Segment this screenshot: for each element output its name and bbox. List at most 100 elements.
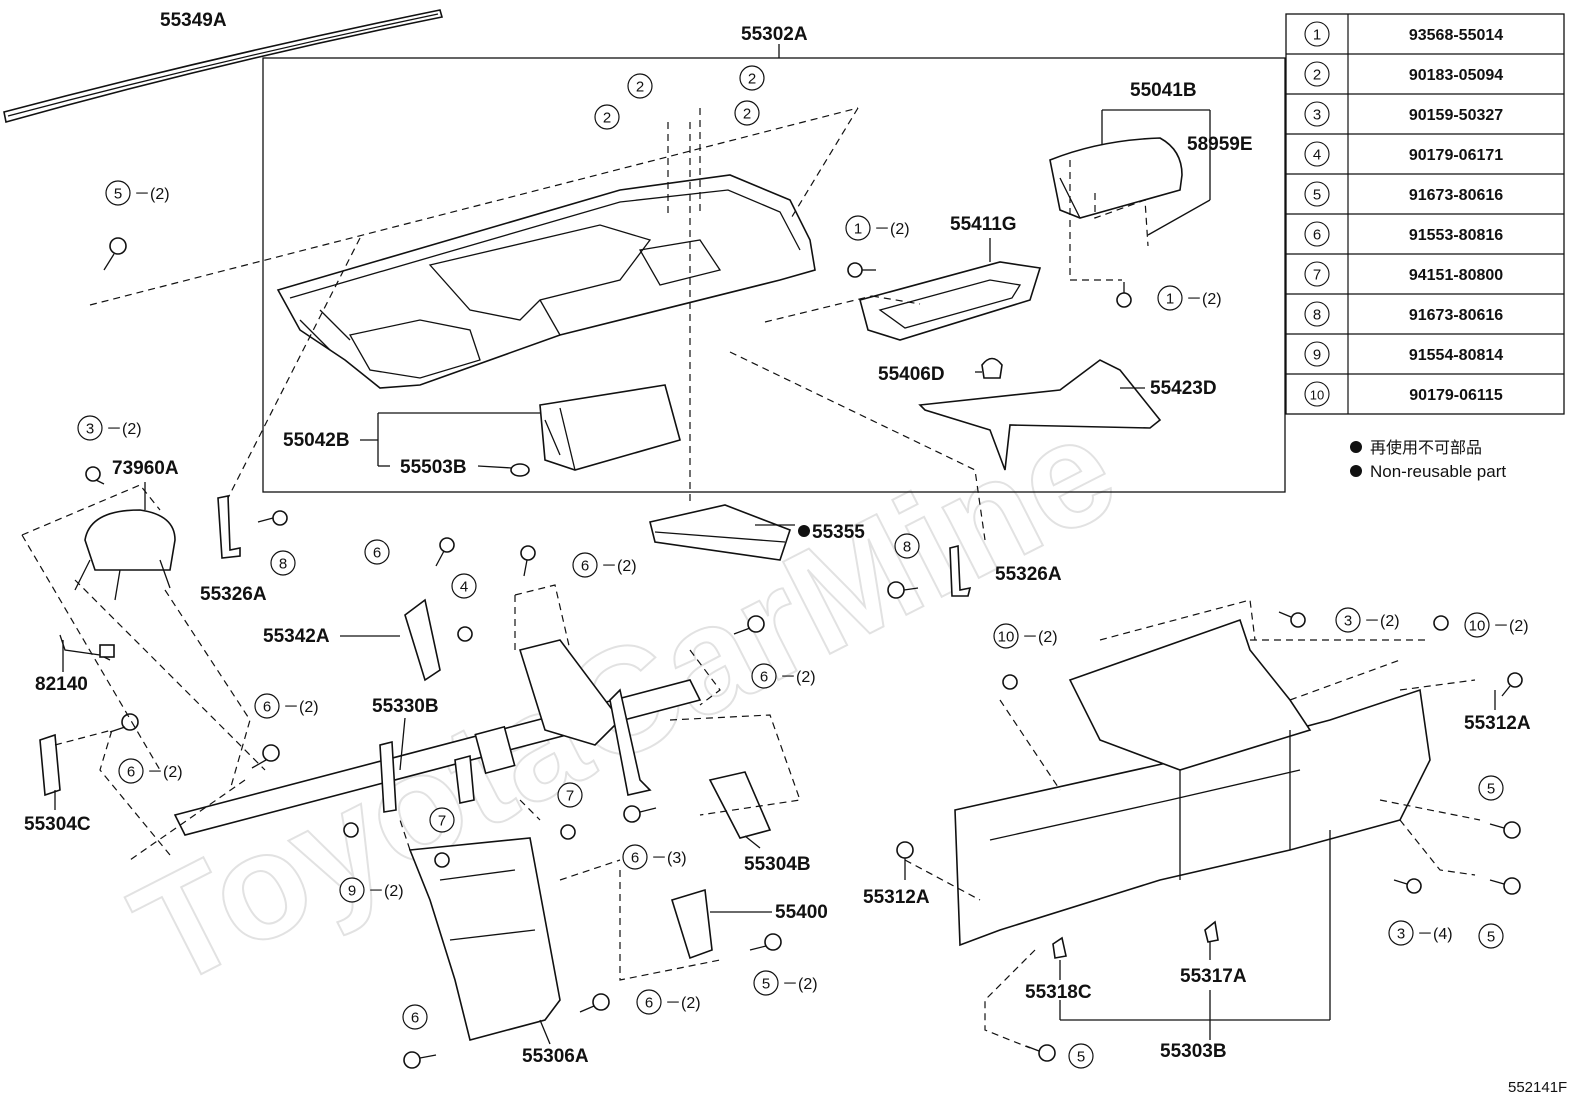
label-82140: 82140 [35, 674, 88, 695]
callout-circle [739, 65, 765, 91]
callout-number: 6 [581, 558, 589, 575]
table-ref-circle [1304, 21, 1330, 47]
callout-10: 8 [894, 533, 920, 559]
callout-number: 8 [903, 539, 911, 556]
callout-12: 4 [451, 573, 477, 599]
callout-29: 5 [1478, 923, 1504, 949]
legend-en: Non-reusable part [1370, 462, 1506, 481]
airbag-door [1049, 137, 1183, 219]
table-part-number: 93568-55014 [1409, 27, 1503, 44]
clip-55406d [981, 357, 1003, 379]
callout-1: 5－(2) [105, 180, 170, 206]
callout-18: 7 [429, 807, 455, 833]
legend-dot-en [1350, 465, 1362, 477]
label-55503b: 55503B [400, 457, 467, 478]
callout-qty: －(3) [651, 850, 687, 867]
label-55304b: 55304B [744, 854, 811, 875]
table-ref-circle [1304, 341, 1330, 367]
callout-number: 2 [743, 106, 751, 123]
callout-circle [636, 989, 662, 1015]
table-ref: 10 [1310, 388, 1324, 403]
callout-16: 6 －(2) [118, 758, 183, 784]
center-vent [859, 261, 1042, 341]
callout-number: 3 [1344, 613, 1352, 630]
label-55406d: 55406D [878, 364, 945, 385]
callout-number: 10 [1469, 618, 1486, 635]
callout-13: 6－(2) [572, 552, 637, 578]
label-55349a: 55349A [160, 10, 227, 31]
table-part-number: 91553-80816 [1409, 227, 1503, 244]
callout-circle [118, 758, 144, 784]
callout-number: 5 [1077, 1049, 1085, 1066]
label-55306a: 55306A [522, 1046, 589, 1067]
callout-number: 5 [1487, 781, 1495, 798]
callout-circle [254, 693, 280, 719]
callout-number: 5 [762, 976, 770, 993]
callout-23: 6 [402, 1004, 428, 1030]
table-ref: 9 [1313, 347, 1321, 364]
callout-circle [1335, 607, 1361, 633]
callout-circle [572, 552, 598, 578]
callout-14: 6－(2) [751, 663, 816, 689]
label-55330b: 55330B [372, 696, 439, 717]
label-55355: 55355 [812, 522, 865, 543]
legend-dot-jp [1350, 441, 1362, 453]
callout-27: 5 [1478, 775, 1504, 801]
callout-circle [429, 807, 455, 833]
callout-circle [339, 877, 365, 903]
callout-qty: －(2) [283, 699, 319, 716]
clip-55326a-right [949, 544, 972, 597]
table-ref-circle [1304, 381, 1330, 407]
clip-55318c [1052, 936, 1067, 959]
callout-circle [77, 415, 103, 441]
reinforcement-beam [173, 639, 702, 836]
table-part-number: 90159-50327 [1409, 107, 1503, 124]
callout-26: 10－(2) [1464, 612, 1529, 638]
callout-circle [894, 533, 920, 559]
table-part-number: 94151-80800 [1409, 267, 1503, 284]
group-frame [262, 57, 1286, 493]
lower-panel [918, 359, 1162, 471]
callout-3: 2 [739, 65, 765, 91]
callout-circle [753, 970, 779, 996]
clip-55317a [1204, 920, 1219, 943]
callout-qty: －(2) [1364, 613, 1400, 630]
callout-circle [1478, 923, 1504, 949]
callout-number: 1 [1166, 291, 1174, 308]
clip-55503b [510, 463, 530, 477]
callout-qty: －(2) [780, 669, 816, 686]
callout-17: 7 [557, 782, 583, 808]
bracket-55342a [404, 598, 441, 682]
callout-number: 4 [460, 579, 468, 596]
callout-number: 6 [411, 1010, 419, 1027]
callout-9: 8 [270, 550, 296, 576]
table-part-number: 90179-06171 [1409, 147, 1503, 164]
table-ref: 2 [1313, 67, 1321, 84]
brace-55306a [408, 837, 561, 1041]
callout-circle [993, 623, 1019, 649]
callout-qty: －(2) [147, 764, 183, 781]
label-55042b: 55042B [283, 430, 350, 451]
table-part-number: 91554-80814 [1409, 347, 1503, 364]
pad-55355 [649, 504, 792, 561]
callout-circle [1068, 1043, 1094, 1069]
callout-qty: －(2) [665, 995, 701, 1012]
callout-number: 6 [645, 995, 653, 1012]
table-ref-circle [1304, 181, 1330, 207]
callout-number: 1 [854, 221, 862, 238]
callout-number: 7 [438, 813, 446, 830]
fasteners [85, 237, 1523, 1069]
bracket-55304c [39, 733, 61, 797]
callout-number: 10 [998, 629, 1015, 646]
callout-11: 6 [364, 539, 390, 565]
label-55342a: 55342A [263, 626, 330, 647]
callout-circle [622, 844, 648, 870]
callout-21: 5－(2) [753, 970, 818, 996]
label-55326a-left: 55326A [200, 584, 267, 605]
callout-number: 6 [127, 764, 135, 781]
table-part-number: 90183-05094 [1409, 67, 1503, 84]
